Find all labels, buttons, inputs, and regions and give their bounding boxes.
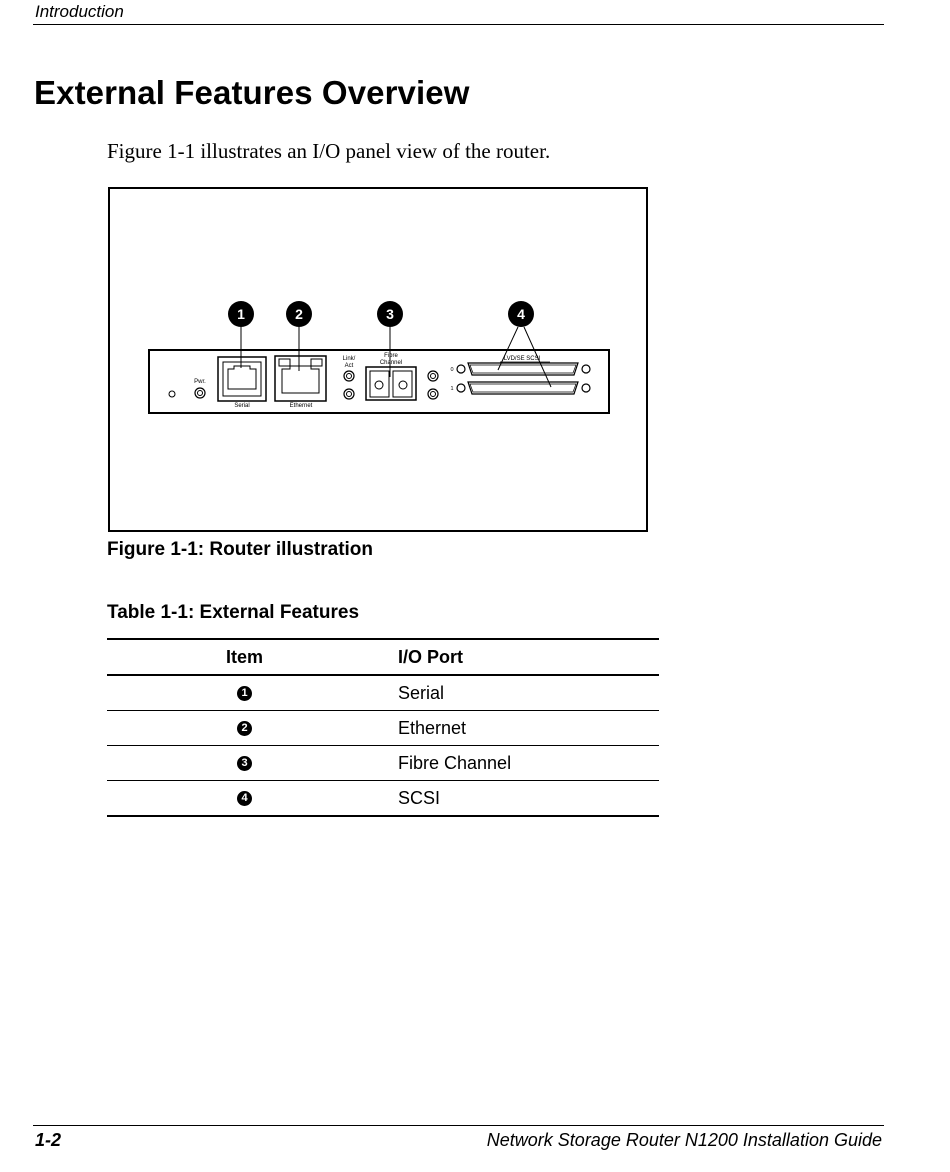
link-act-label-1: Link/ [343,356,356,362]
status-led-icon [168,390,176,398]
callout-3-number: 3 [386,306,394,322]
io-port-cell: Ethernet [382,710,659,746]
serial-label: Serial [234,403,249,409]
footer-rule [33,1125,884,1126]
callout-1-number: 1 [237,306,245,322]
callout-1-icon [228,301,254,327]
callout-leader [523,326,552,388]
callout-4-icon [508,301,534,327]
external-features-table: Item I/O Port 1 Serial 2 Ethernet 3 Fibr… [107,638,659,817]
running-header: Introduction [35,2,124,21]
header-rule [33,24,884,25]
io-port-cell: Serial [382,675,659,711]
table-row: 1 Serial [107,675,659,711]
act-led-icon [343,388,355,400]
callout-leader [497,326,519,371]
callout-2-icon [286,301,312,327]
fibre-label-1: Fibre [384,353,398,359]
fibre-led-icon [427,370,439,382]
scsi-connector-1-icon [467,381,579,395]
ethernet-port-icon [274,355,327,402]
router-illustration: Pwr. Serial Ethernet Link/ Act Fibre Cha… [148,301,610,414]
scsi-screw-icon [456,383,466,393]
callout-bullet-icon: 1 [237,686,252,702]
table-row: 4 SCSI [107,780,659,817]
page-title: External Features Overview [34,74,470,111]
router-figure: Pwr. Serial Ethernet Link/ Act Fibre Cha… [108,187,648,532]
figure-caption: Figure 1-1: Router illustration [107,539,374,560]
callout-3-icon [377,301,403,327]
scsi-port-0-label: 0 [450,367,453,373]
power-label: Pwr. [194,379,206,385]
callout-bullet-icon: 4 [237,791,252,807]
scsi-connector-0-icon [467,362,579,376]
guide-title: Network Storage Router N1200 Installatio… [486,1130,882,1150]
table-row: 2 Ethernet [107,710,659,746]
scsi-screw-icon [456,364,466,374]
fibre-label-2: Channel [380,360,402,366]
callout-2-number: 2 [295,306,303,322]
table-row: 3 Fibre Channel [107,745,659,781]
scsi-label: LVD/SE SCSI [504,356,541,362]
fibre-led-icon [427,388,439,400]
callout-bullet-icon: 3 [237,756,252,772]
table-caption: Table 1-1: External Features [107,602,360,623]
scsi-screw-icon [581,364,591,374]
io-port-cell: SCSI [382,780,659,817]
scsi-screw-icon [581,383,591,393]
link-led-icon [343,370,355,382]
page-number: 1-2 [35,1130,62,1150]
callout-4-number: 4 [517,306,525,322]
serial-port-icon [217,356,267,402]
header-item: Item [107,638,382,676]
header-io-port: I/O Port [382,638,659,676]
link-act-label-2: Act [345,363,354,369]
intro-paragraph: Figure 1-1 illustrates an I/O panel view… [107,139,551,163]
io-port-cell: Fibre Channel [382,745,659,781]
scsi-port-1-label: 1 [450,386,453,392]
fibre-channel-port-icon [365,366,417,401]
ethernet-label: Ethernet [290,403,313,409]
callout-bullet-icon: 2 [237,721,252,737]
table-header-row: Item I/O Port [107,638,659,676]
power-button-icon [194,387,206,399]
